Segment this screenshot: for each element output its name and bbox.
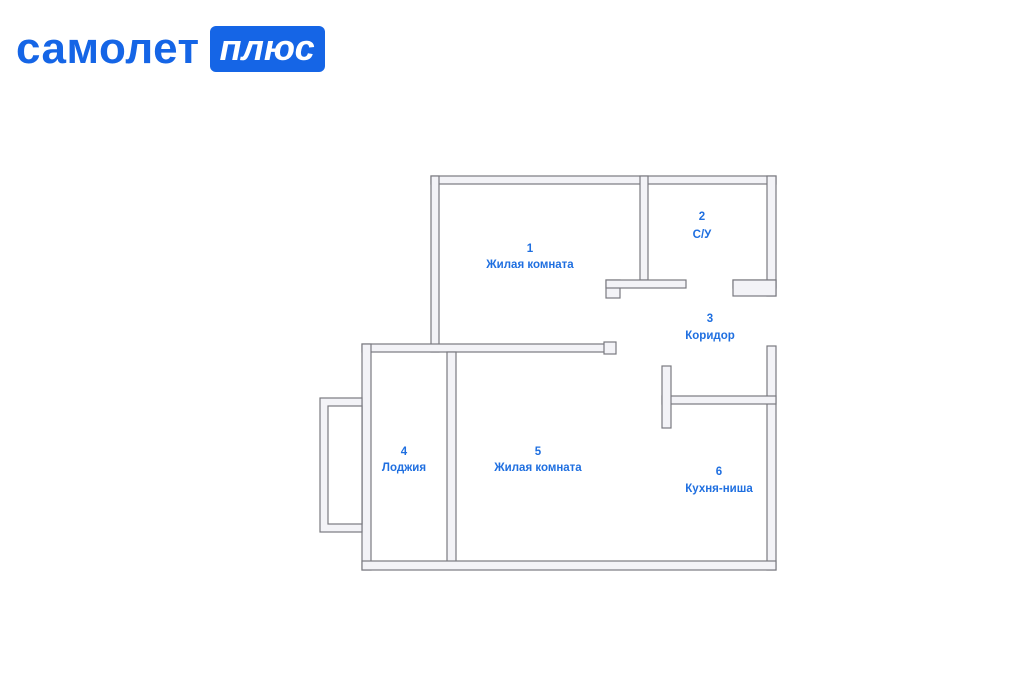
room-labels: 1 Жилая комната 2 С/У 3 Коридор 4 Лоджия…	[382, 211, 753, 495]
room-1-number: 1	[527, 243, 534, 255]
room-6-name: Кухня-ниша	[685, 483, 753, 495]
wall-loggia-room5	[446, 351, 457, 563]
wall-right-lower	[766, 345, 777, 571]
room-5-name: Жилая комната	[493, 462, 582, 474]
room-5-number: 5	[535, 446, 542, 458]
brand-name: самолет	[16, 24, 200, 73]
balcony-inner	[327, 405, 363, 525]
room-4-number: 4	[401, 446, 408, 458]
wall-top	[430, 175, 777, 185]
room-1-name: Жилая комната	[485, 259, 574, 271]
room-4-name: Лоджия	[382, 462, 426, 474]
wall-kitchen-top	[661, 395, 777, 405]
wall-right-upper	[766, 175, 777, 297]
wall-kitchen-vertical	[661, 365, 672, 429]
wall-room1-bath	[639, 175, 649, 281]
room-3-number: 3	[707, 313, 713, 325]
wall-loggia-left	[361, 343, 372, 571]
room-3-name: Коридор	[685, 330, 735, 342]
walls	[319, 175, 777, 571]
room-2-number: 2	[699, 211, 705, 223]
wall-bath-corner	[732, 279, 777, 297]
wall-room1-room5-end	[603, 341, 617, 355]
wall-room1-room5	[361, 343, 615, 353]
wall-left-room1	[430, 175, 440, 353]
room-2-name: С/У	[693, 229, 713, 241]
brand-logo: самолет плюс	[16, 26, 325, 72]
brand-badge: плюс	[209, 26, 325, 72]
room-6-number: 6	[716, 466, 722, 478]
wall-room1-bottom-right	[605, 279, 687, 289]
wall-bottom	[361, 560, 777, 571]
